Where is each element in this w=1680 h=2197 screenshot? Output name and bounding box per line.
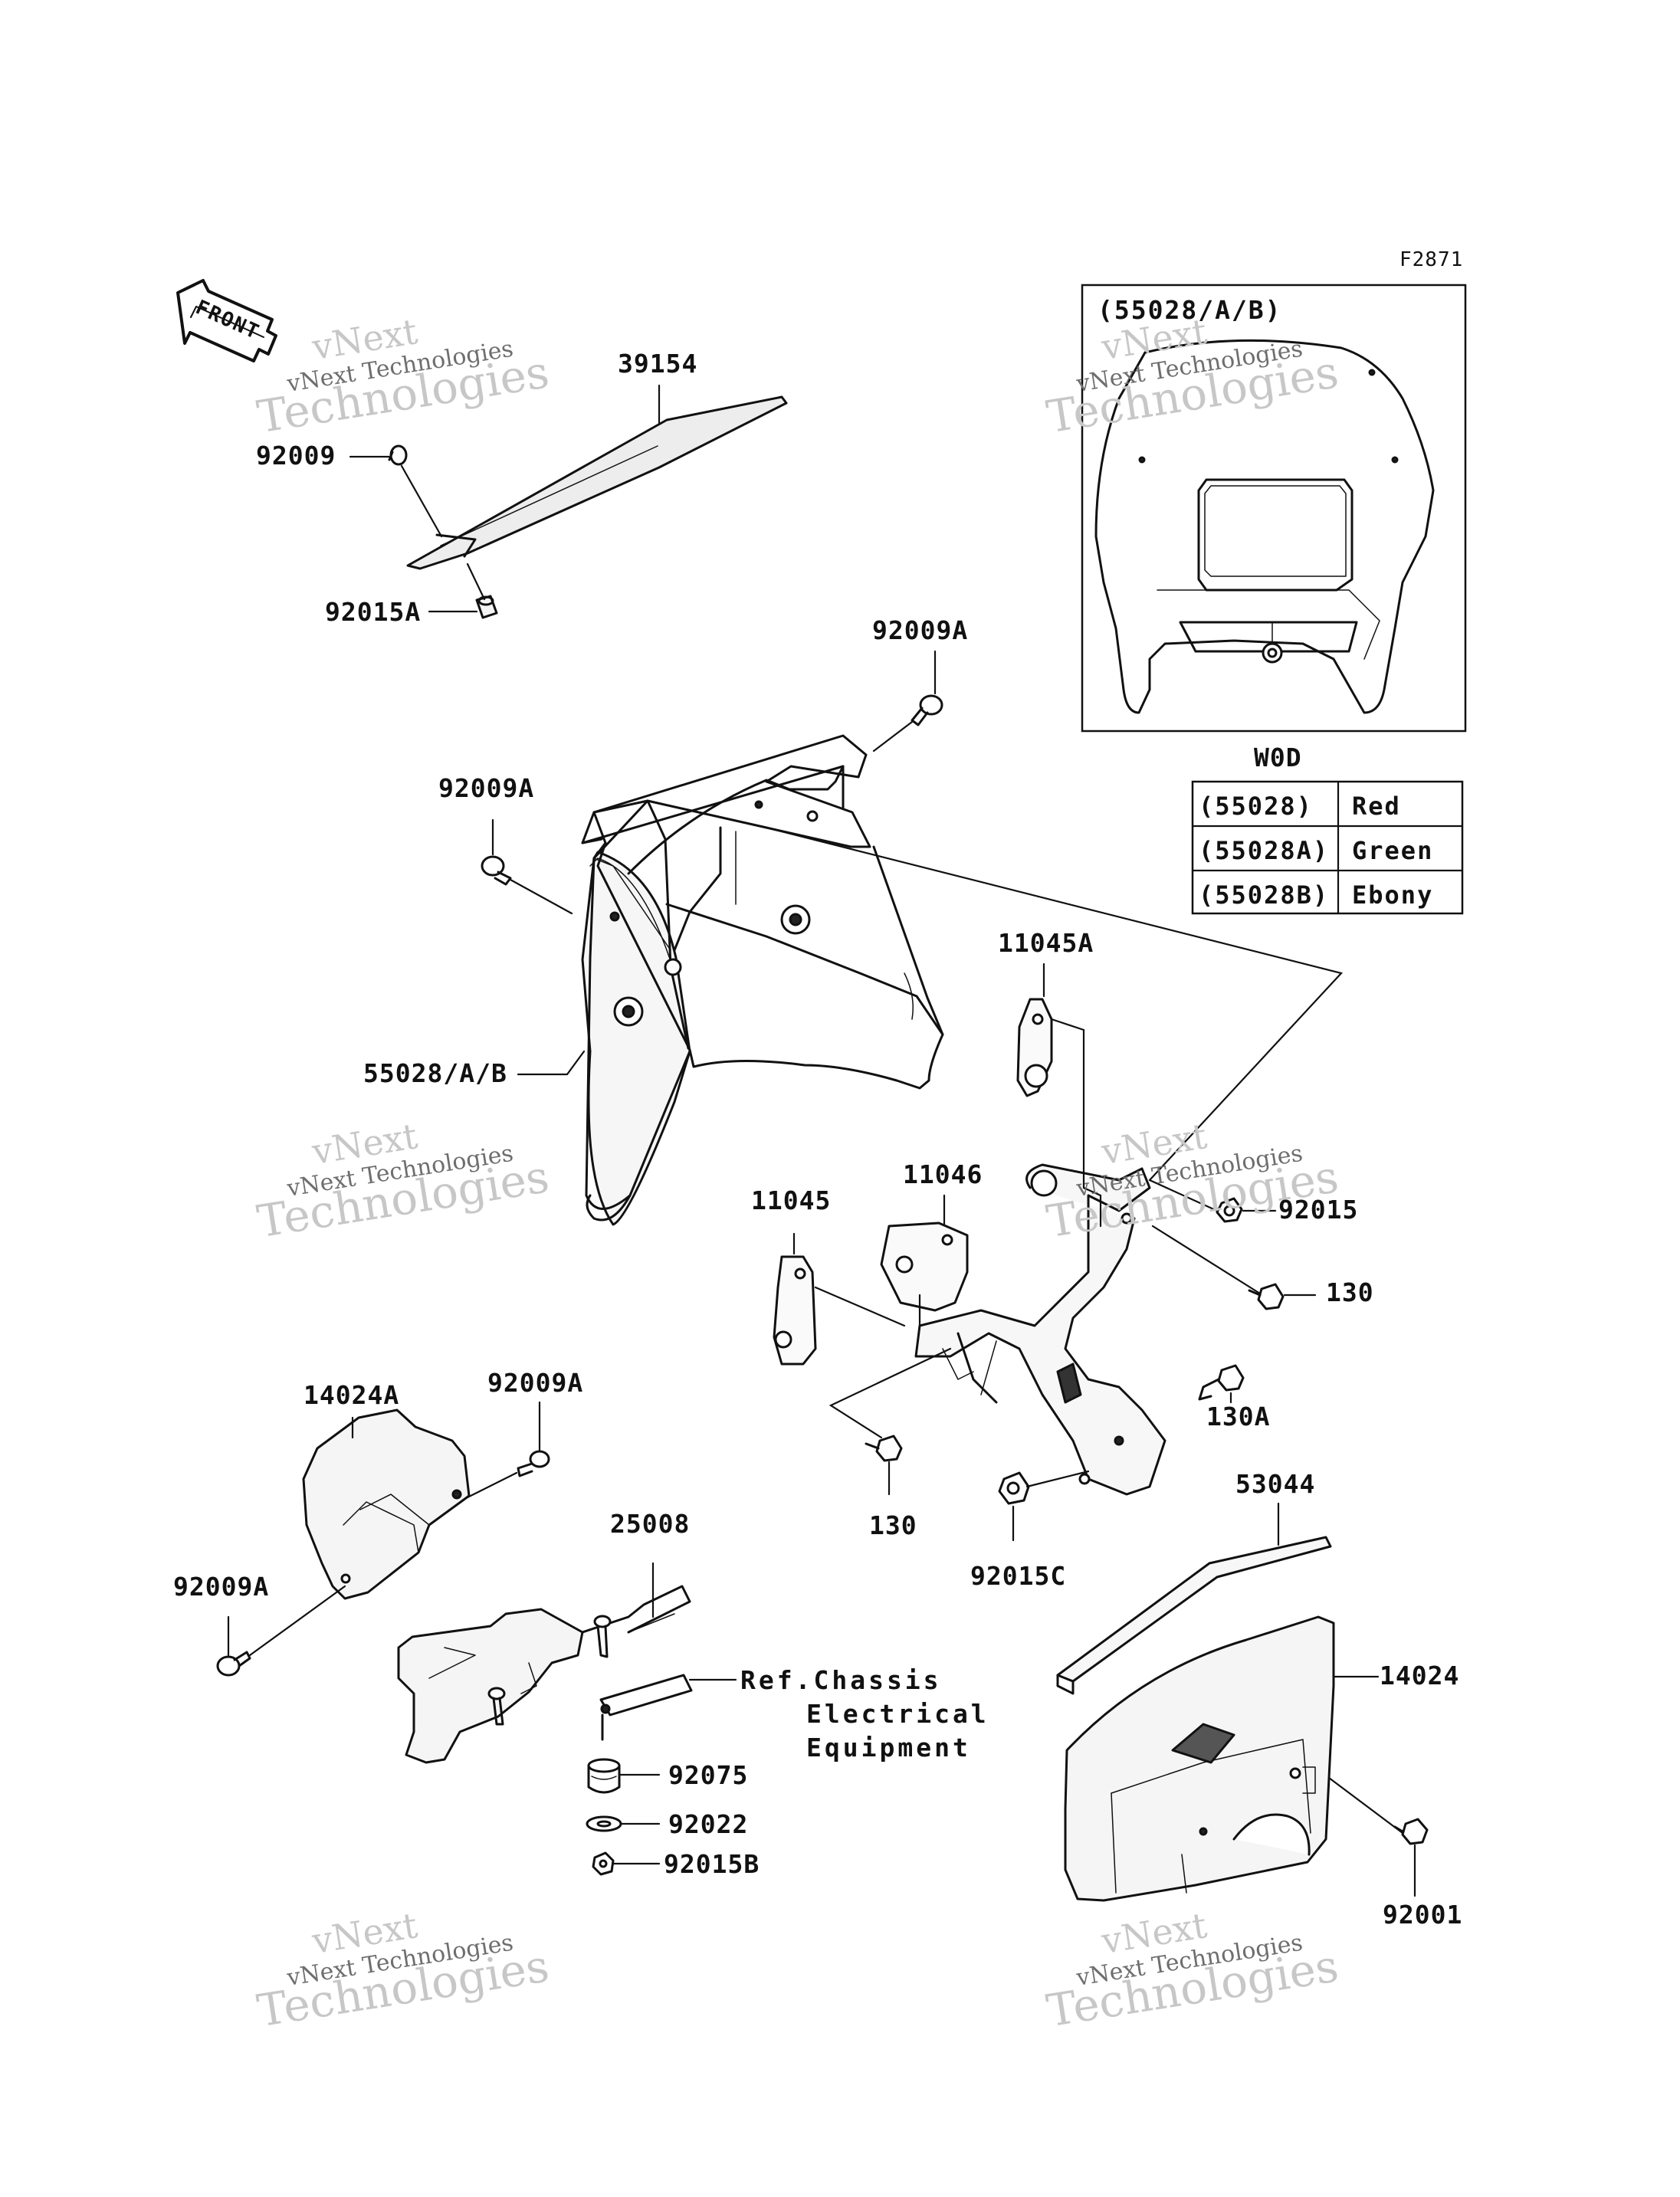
grommet-92075-icon [587,1758,621,1794]
part-25008-bracket [397,1585,691,1764]
leader-92009 [349,455,443,538]
nut-92015B-icon [592,1851,615,1876]
leader-92009A-low [227,1585,346,1657]
label-53044: 53044 [1235,1469,1316,1499]
part-53044-strip [1056,1536,1332,1695]
reference-line-2: Electrical [806,1699,989,1729]
label-92009A-mid: 92009A [487,1368,584,1398]
color-table-part-3: (55028B) [1199,880,1330,910]
leader-92015C [1012,1470,1090,1542]
label-11045A: 11045A [998,928,1094,958]
bolt-92009A-low-icon [216,1651,251,1677]
inset-title: (55028/A/B) [1098,295,1282,325]
leader-92001 [1327,1776,1416,1897]
leader-inset-wedge [765,826,1344,1182]
part-14024A-cover [302,1408,471,1600]
label-130-right: 130 [1326,1277,1374,1307]
bolt-130-bottom-icon [865,1435,903,1462]
bolt-92001-icon [1393,1818,1429,1845]
label-55028AB: 55028/A/B [363,1058,507,1088]
label-39154: 39154 [618,349,698,379]
label-11045: 11045 [751,1185,832,1215]
label-92009A-top: 92009A [872,615,969,645]
label-92015A: 92015A [325,597,422,627]
nut-92015C-icon [998,1471,1030,1505]
label-14024: 14024 [1380,1661,1460,1690]
part-main-frame-bracket [914,1163,1166,1496]
reference-line-1: Ref.Chassis [740,1665,942,1695]
label-11046: 11046 [903,1159,983,1189]
label-92009A-low: 92009A [173,1572,270,1602]
label-92001: 92001 [1383,1900,1463,1930]
color-table-part-2: (55028A) [1199,836,1330,865]
part-strap [599,1674,693,1741]
part-11045-bracket [773,1255,817,1366]
nut-92015A-icon [475,595,498,619]
label-130A: 130A [1206,1402,1271,1431]
leader-11046 [918,1194,946,1327]
label-92075: 92075 [668,1760,749,1790]
inset-frame [1081,284,1467,733]
part-39154-strip [406,395,788,570]
color-table-color-2: Green [1352,836,1434,865]
nut-92015-icon [1216,1197,1243,1223]
leader-11045 [792,1232,906,1327]
bolt-92009A-mid-icon [517,1450,550,1477]
part-14024-cover [1064,1615,1335,1902]
bolt-130A-icon [1198,1364,1245,1401]
label-92022: 92022 [668,1809,749,1839]
figure-code: F2871 [1399,248,1464,271]
part-55028-cowl [581,734,944,1226]
front-arrow-icon [176,279,277,362]
color-table-frame [1191,780,1464,915]
leader-130-bottom [829,1347,952,1496]
label-92015C: 92015C [970,1561,1067,1591]
leader-92015A [428,562,486,613]
leader-11045A [1042,962,1102,1228]
leader-130-right [1151,1225,1317,1297]
label-14024A: 14024A [304,1380,400,1410]
label-130-bottom: 130 [869,1510,917,1540]
inset-caption: W0D [1254,743,1302,772]
color-table-color-3: Ebony [1352,880,1434,910]
leader-92015 [1148,1179,1277,1212]
bolt-92009A-top-icon [911,694,943,726]
leader-92009A-mid [466,1401,541,1499]
label-92015: 92015 [1278,1195,1359,1225]
label-25008: 25008 [610,1509,691,1539]
bolt-92009A-left-icon [481,855,512,886]
part-11046-bracket [880,1221,969,1312]
label-92015B: 92015B [664,1849,760,1879]
label-92009A-left: 92009A [438,773,535,803]
leader-55028 [517,1050,586,1076]
part-11045A-bracket [1016,998,1053,1097]
bolt-130-right-icon [1248,1283,1285,1310]
reference-line-3: Equipment [806,1733,971,1763]
bolt-92009-icon [388,444,408,466]
washer-92022-icon [586,1815,622,1832]
inset-windshield-drawing [1094,339,1435,714]
color-table-part-1: (55028) [1199,792,1313,821]
leader-92009A-left [491,818,573,915]
color-table-color-1: Red [1352,792,1401,821]
leader-92009A-top [872,650,937,753]
label-92009: 92009 [256,441,336,471]
